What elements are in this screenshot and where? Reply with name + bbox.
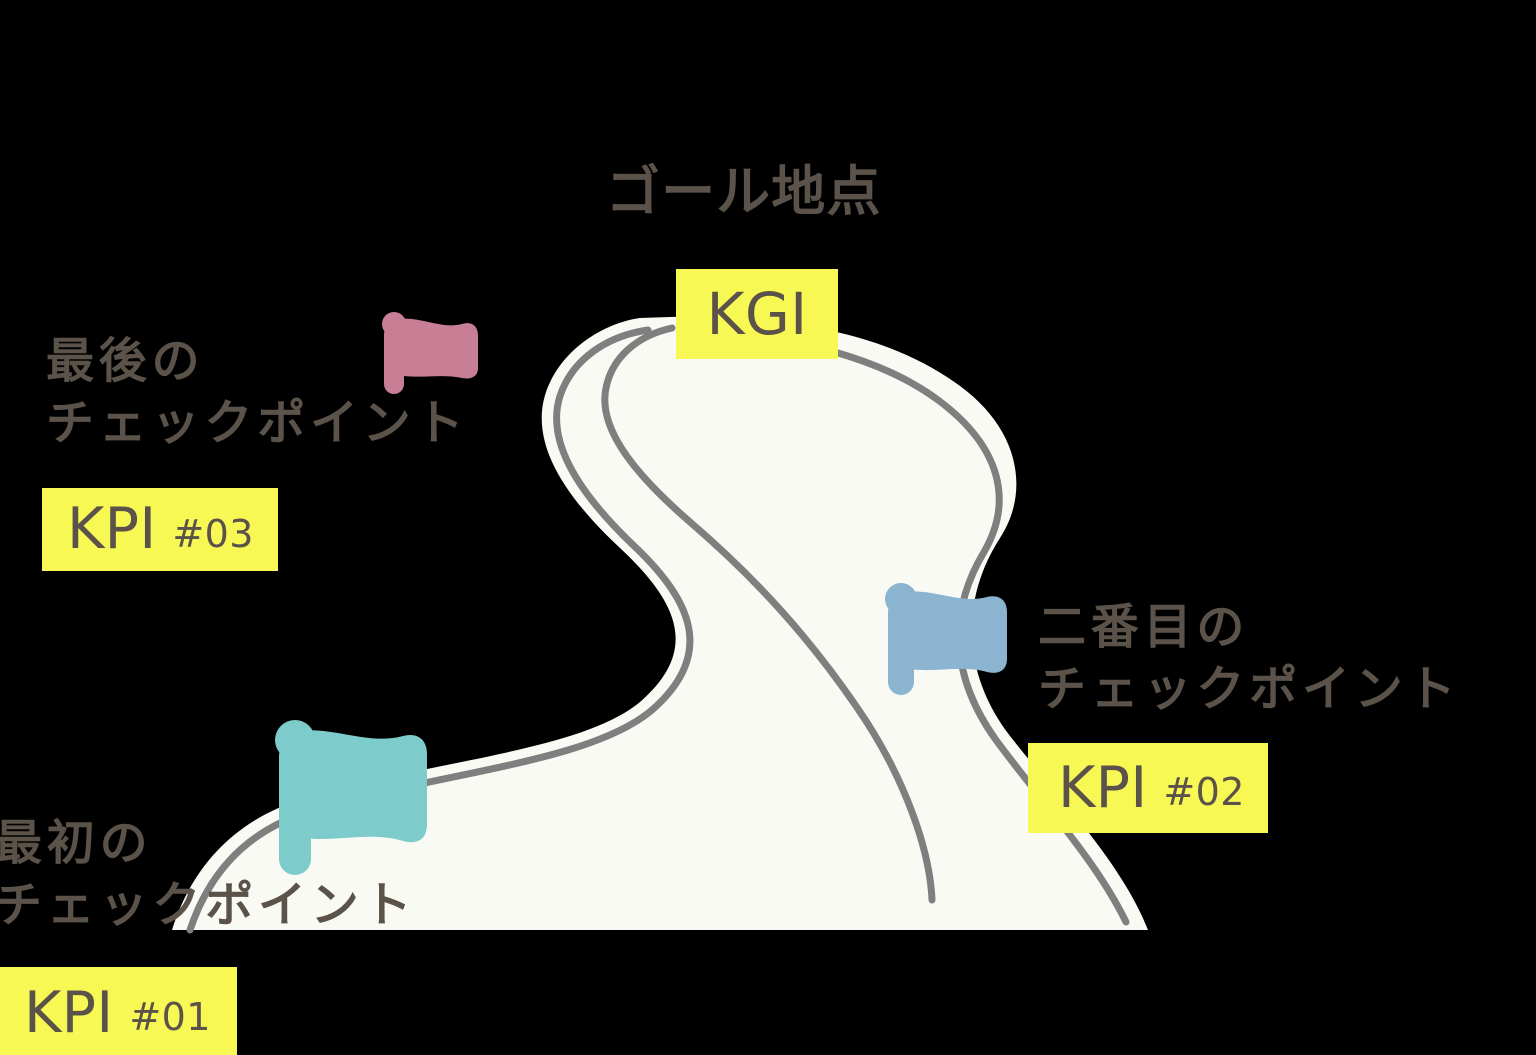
badge-kpi-02-main: KPI [1058, 754, 1148, 821]
checkpoint-label-kpi-02: 二番目の チェックポイント [1038, 596, 1460, 721]
badge-kpi-01-main: KPI [24, 979, 114, 1046]
badge-kpi-01[interactable]: KPI #01 [0, 967, 237, 1055]
checkpoint-label-kpi-02-line2: チェックポイント [1038, 661, 1461, 718]
badge-kgi[interactable]: KGI [676, 269, 838, 359]
flag-blue-icon [881, 583, 1010, 695]
flag-teal-icon [271, 720, 433, 875]
road-edge-right [601, 324, 936, 904]
checkpoint-label-kpi-03-line1: 最後の [46, 333, 205, 389]
checkpoint-label-kpi-02-line1: 二番目の [1038, 599, 1250, 655]
badge-kpi-03-sub: #03 [172, 511, 254, 556]
goal-heading: ゴール地点 [606, 160, 882, 223]
checkpoint-label-kpi-01-line1: 最初の [0, 815, 153, 871]
badge-kpi-01-sub: #01 [129, 995, 211, 1039]
checkpoint-label-kpi-03: 最後の チェックポイント [46, 330, 468, 455]
badge-kpi-02[interactable]: KPI #02 [1028, 743, 1268, 833]
badge-kgi-label: KGI [706, 280, 808, 348]
badge-kpi-03[interactable]: KPI #03 [42, 488, 278, 571]
checkpoint-label-kpi-01-line2: チェックポイント [0, 877, 417, 934]
flag-pink-icon [378, 312, 482, 394]
badge-kpi-03-main: KPI [67, 496, 157, 562]
badge-kpi-02-sub: #02 [1163, 770, 1245, 814]
checkpoint-label-kpi-01: 最初の チェックポイント [0, 812, 416, 937]
checkpoint-label-kpi-03-line2: チェックポイント [46, 395, 469, 452]
